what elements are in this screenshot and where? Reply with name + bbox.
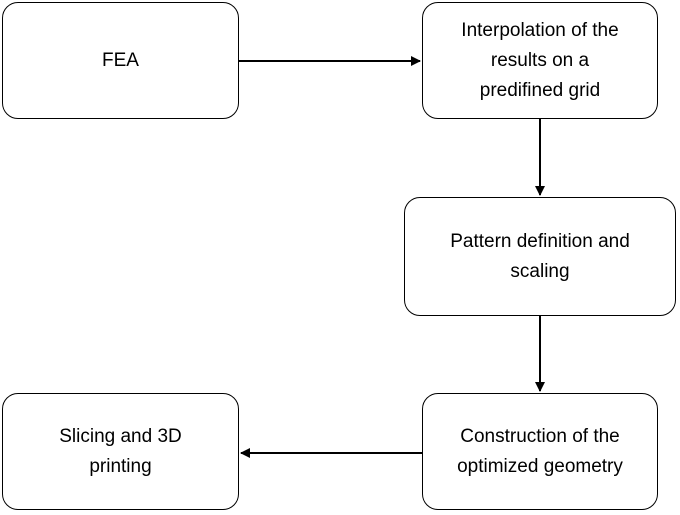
node-fea-label: FEA xyxy=(102,49,139,71)
node-slicing-label: Slicing and 3D printing xyxy=(59,425,182,477)
node-fea[interactable]: FEA xyxy=(2,2,239,119)
node-interpolation-label: Interpolation of the results on a predif… xyxy=(461,19,619,101)
node-construction[interactable]: Construction of the optimized geometry xyxy=(422,393,658,510)
node-interpolation[interactable]: Interpolation of the results on a predif… xyxy=(422,2,658,119)
node-pattern-definition-label: Pattern definition and scaling xyxy=(450,230,630,282)
node-slicing[interactable]: Slicing and 3D printing xyxy=(2,393,239,510)
node-construction-label: Construction of the optimized geometry xyxy=(457,425,623,477)
node-pattern-definition[interactable]: Pattern definition and scaling xyxy=(404,197,676,316)
